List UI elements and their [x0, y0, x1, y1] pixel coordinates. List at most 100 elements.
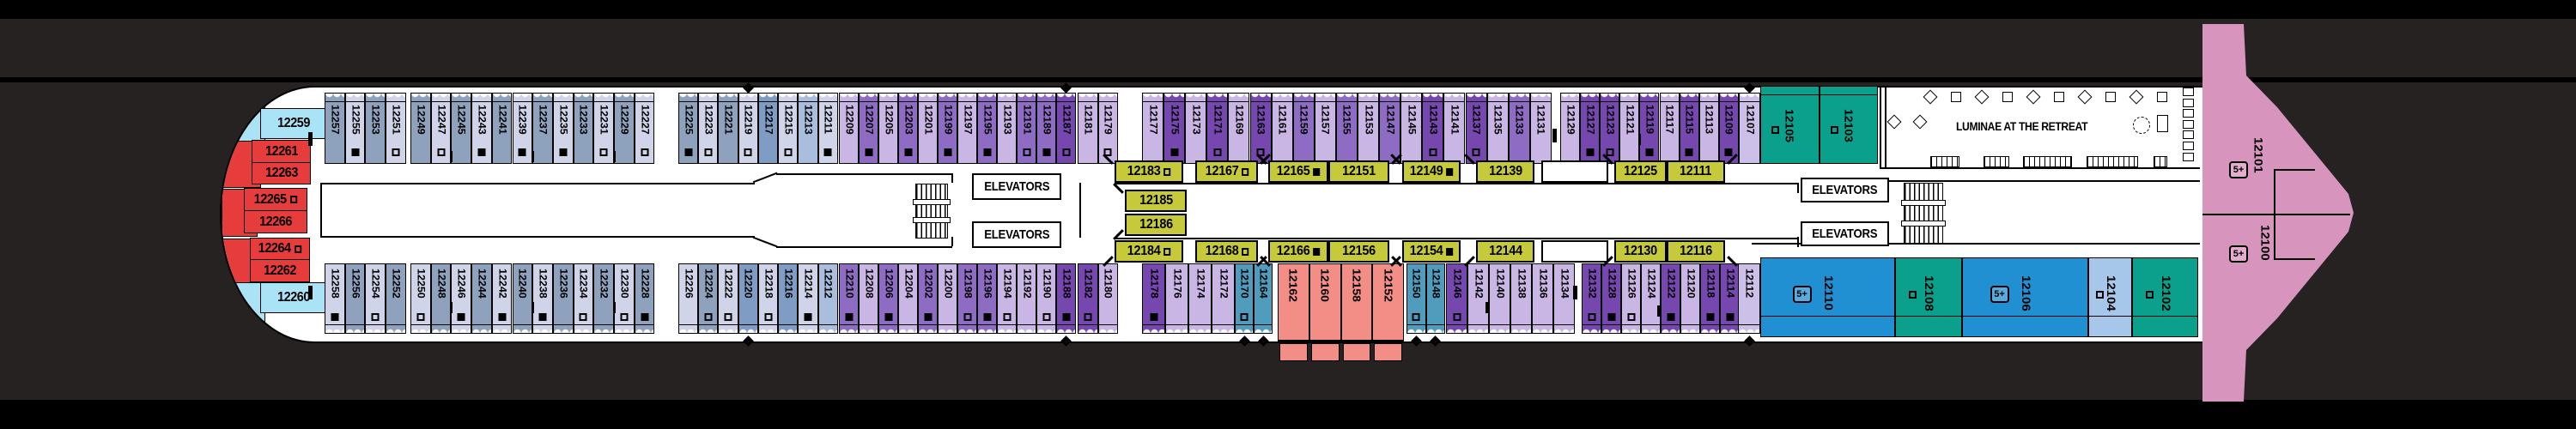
cabin-12210[interactable]: 12210 [839, 263, 859, 334]
cabin-12132[interactable]: 12132 [1582, 263, 1601, 334]
cabin-12173[interactable]: 12173 [1185, 93, 1207, 164]
cabin-12265[interactable]: 12265 [244, 188, 307, 211]
cabin-12206[interactable]: 12206 [878, 263, 898, 334]
cabin-12176[interactable]: 12176 [1165, 263, 1188, 334]
cabin-12211[interactable]: 12211 [817, 93, 838, 164]
cabin-12184[interactable]: 12184 [1115, 240, 1183, 263]
cabin-12181[interactable]: 12181 [1078, 93, 1098, 164]
cabin-12258[interactable]: 12258 [325, 263, 345, 334]
cabin-12134[interactable]: 12134 [1553, 263, 1575, 334]
cabin-12131[interactable]: 12131 [1529, 93, 1552, 164]
cabin-12139[interactable]: 12139 [1476, 160, 1534, 183]
cabin-12228[interactable]: 12228 [634, 263, 655, 334]
cabin-12160[interactable]: 12160 [1309, 263, 1341, 341]
cabin-12124[interactable]: 12124 [1641, 263, 1661, 334]
cabin-12168[interactable]: 12168 [1195, 240, 1258, 263]
cabin-12224[interactable]: 12224 [698, 263, 719, 334]
cabin-12148[interactable]: 12148 [1425, 263, 1445, 334]
cabin-12112[interactable]: 12112 [1738, 263, 1760, 334]
cabin-12113[interactable]: 12113 [1698, 93, 1719, 164]
cabin-12145[interactable]: 12145 [1400, 93, 1423, 164]
cabin-12136[interactable]: 12136 [1532, 263, 1553, 334]
cabin-12262[interactable]: 12262 [250, 259, 310, 282]
cabin-12140[interactable]: 12140 [1489, 263, 1510, 334]
cabin-12186[interactable]: 12186 [1125, 214, 1187, 236]
cabin-12123[interactable]: 12123 [1600, 93, 1620, 164]
cabin-12263[interactable]: 12263 [252, 162, 311, 184]
cabin-12212[interactable]: 12212 [817, 263, 838, 334]
cabin-12202[interactable]: 12202 [918, 263, 938, 334]
cabin-12196[interactable]: 12196 [977, 263, 997, 334]
cabin-12141[interactable]: 12141 [1443, 93, 1466, 164]
cabin-12107[interactable]: 12107 [1739, 93, 1760, 164]
cabin-12261[interactable]: 12261 [252, 140, 311, 163]
cabin-12128[interactable]: 12128 [1601, 263, 1621, 334]
cabin-12252[interactable]: 12252 [386, 263, 406, 334]
cabin-12125[interactable]: 12125 [1614, 160, 1667, 183]
cabin-12163[interactable]: 12163 [1249, 93, 1272, 164]
cabin-12194[interactable]: 12194 [997, 263, 1017, 334]
cabin-12109[interactable]: 12109 [1718, 93, 1739, 164]
cabin-12193[interactable]: 12193 [997, 93, 1017, 164]
cabin-12182[interactable]: 12182 [1078, 263, 1098, 334]
cabin-12102[interactable]: 12102 [2132, 257, 2198, 337]
cabin-12244[interactable]: 12244 [471, 263, 492, 334]
cabin-12144[interactable]: 12144 [1476, 240, 1534, 263]
cabin-12195[interactable]: 12195 [977, 93, 997, 164]
cabin-12159[interactable]: 12159 [1292, 93, 1315, 164]
cabin-12197[interactable]: 12197 [957, 93, 977, 164]
cabin-12183[interactable]: 12183 [1115, 160, 1183, 183]
cabin-12198[interactable]: 12198 [957, 263, 977, 334]
cabin-12152[interactable]: 12152 [1372, 263, 1405, 341]
cabin-12209[interactable]: 12209 [839, 93, 859, 164]
cabin-12156[interactable]: 12156 [1328, 240, 1389, 263]
cabin-12223[interactable]: 12223 [698, 93, 719, 164]
cabin-12172[interactable]: 12172 [1212, 263, 1235, 334]
cabin-12153[interactable]: 12153 [1358, 93, 1380, 164]
cabin-12232[interactable]: 12232 [593, 263, 614, 334]
cabin-12104[interactable]: 12104 [2088, 257, 2132, 337]
cabin-12220[interactable]: 12220 [738, 263, 758, 334]
cabin-12191[interactable]: 12191 [1017, 93, 1036, 164]
cabin-12108[interactable]: 12108 [1895, 257, 1962, 337]
cabin-12264[interactable]: 12264 [250, 238, 310, 260]
cabin-12147[interactable]: 12147 [1379, 93, 1401, 164]
cabin-12165[interactable]: 12165 [1268, 160, 1328, 183]
cabin-12243[interactable]: 12243 [471, 93, 492, 164]
cabin-12185[interactable]: 12185 [1125, 190, 1187, 212]
cabin-12133[interactable]: 12133 [1508, 93, 1530, 164]
cabin-12158[interactable]: 12158 [1340, 263, 1373, 341]
cabin-12171[interactable]: 12171 [1206, 93, 1229, 164]
cabin-12111[interactable]: 12111 [1667, 160, 1725, 183]
cabin-12219[interactable]: 12219 [738, 93, 758, 164]
cabin-12236[interactable]: 12236 [552, 263, 574, 334]
cabin-12245[interactable]: 12245 [451, 93, 472, 164]
cabin-12157[interactable]: 12157 [1314, 93, 1336, 164]
cabin-12238[interactable]: 12238 [532, 263, 553, 334]
cabin-12137[interactable]: 12137 [1465, 93, 1487, 164]
cabin-12161[interactable]: 12161 [1271, 93, 1293, 164]
cabin-12188[interactable]: 12188 [1056, 263, 1076, 334]
cabin-12250[interactable]: 12250 [410, 263, 431, 334]
cabin-12199[interactable]: 12199 [938, 93, 957, 164]
cabin-12259[interactable]: 12259 [260, 108, 326, 139]
cabin-12174[interactable]: 12174 [1188, 263, 1212, 334]
cabin-12151[interactable]: 12151 [1328, 160, 1389, 183]
cabin-12154[interactable]: 12154 [1402, 240, 1461, 263]
cabin-12164[interactable]: 12164 [1254, 263, 1273, 334]
cabin-12130[interactable]: 12130 [1614, 240, 1667, 263]
cabin-12225[interactable]: 12225 [678, 93, 699, 164]
cabin-12234[interactable]: 12234 [573, 263, 594, 334]
cabin-12204[interactable]: 12204 [898, 263, 918, 334]
cabin-12200[interactable]: 12200 [938, 263, 957, 334]
cabin-12126[interactable]: 12126 [1621, 263, 1641, 334]
cabin-12116[interactable]: 12116 [1667, 240, 1725, 263]
cabin-12242[interactable]: 12242 [491, 263, 513, 334]
cabin-12187[interactable]: 12187 [1056, 93, 1076, 164]
cabin-12205[interactable]: 12205 [878, 93, 898, 164]
cabin-12254[interactable]: 12254 [365, 263, 386, 334]
cabin-12253[interactable]: 12253 [365, 93, 386, 164]
cabin-12207[interactable]: 12207 [859, 93, 878, 164]
cabin-12105[interactable]: 12105 [1760, 86, 1820, 164]
